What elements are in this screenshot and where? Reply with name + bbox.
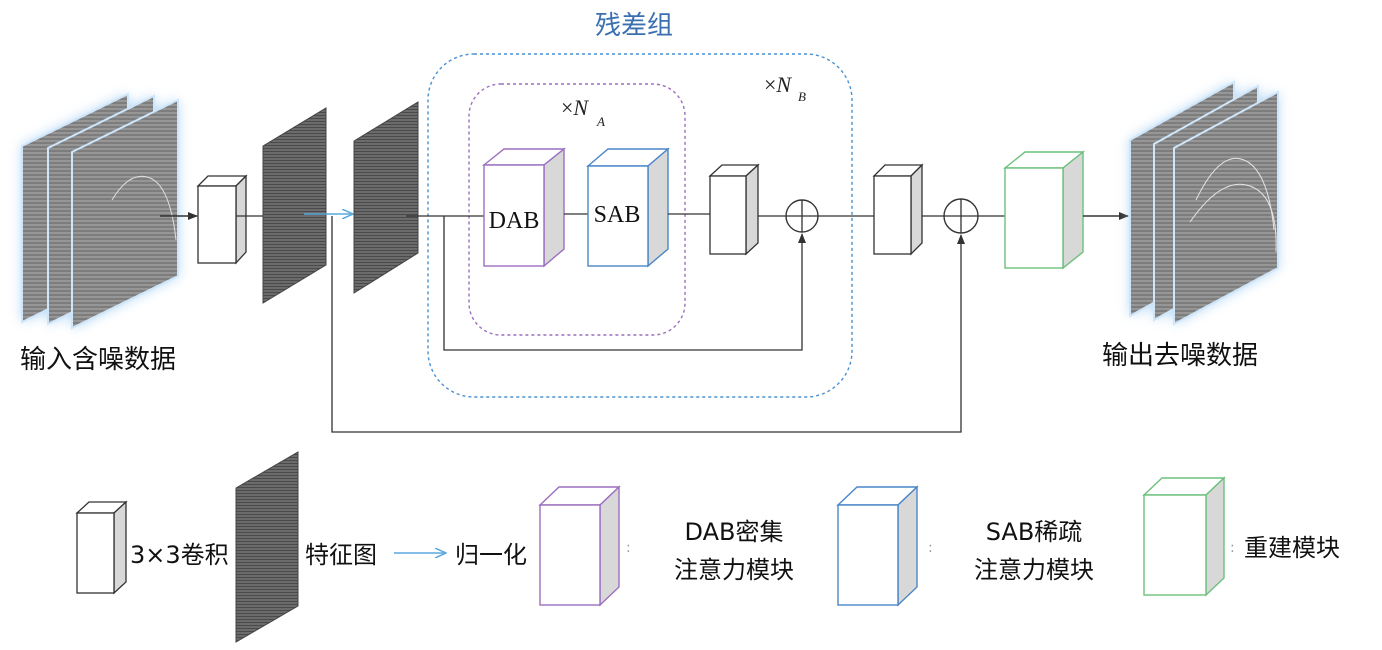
legend-dab-icon <box>538 485 621 607</box>
repeat-outer-label: ×N B <box>764 72 806 104</box>
svg-text:A: A <box>596 114 605 129</box>
legend-conv-label: 3×3卷积 <box>130 541 229 569</box>
add-node-2 <box>943 198 979 234</box>
output-label: 输出去噪数据 <box>1102 341 1258 371</box>
conv-block-3 <box>872 163 924 256</box>
legend-feature-label: 特征图 <box>305 541 377 569</box>
sab-label: SAB <box>594 202 641 228</box>
legend-dab-label-line1: DAB密集 <box>685 518 784 546</box>
feature-map-2 <box>353 101 419 294</box>
input-label: 输入含噪数据 <box>20 345 176 375</box>
svg-text::: : <box>928 540 933 556</box>
legend-conv-icon <box>75 500 128 595</box>
svg-text::: : <box>626 540 631 556</box>
conv-block-1 <box>196 174 248 265</box>
legend-sab-label-line1: SAB稀疏 <box>986 518 1083 546</box>
legend-recon-label: 重建模块 <box>1244 534 1340 562</box>
legend-sab-icon <box>836 485 919 607</box>
repeat-inner-label: ×N A <box>561 95 605 129</box>
outer-skip-connection <box>331 216 965 433</box>
sab-block: SAB <box>586 147 670 268</box>
dab-sab-inner-box <box>468 83 686 336</box>
inner-skip-connection <box>443 216 806 351</box>
legend-sab-label-line2: 注意力模块 <box>974 556 1094 584</box>
dab-label: DAB <box>489 208 540 234</box>
reconstruction-block <box>1003 150 1085 270</box>
dab-block: DAB <box>482 147 566 268</box>
legend-recon-icon <box>1142 476 1226 597</box>
svg-text:B: B <box>798 89 806 104</box>
residual-group-title: 残差组 <box>595 11 673 41</box>
legend-feature-map-icon <box>235 451 299 643</box>
input-noisy-data-stack <box>21 92 179 330</box>
legend-dab-label-line2: 注意力模块 <box>674 556 794 584</box>
svg-text:×N: ×N <box>561 95 589 120</box>
legend: 3×3卷积 特征图 归一化 : DAB密集 注意力模块 : SAB稀疏 注意力模… <box>75 451 1340 643</box>
feature-map-1 <box>262 107 327 304</box>
add-node-1 <box>785 199 819 233</box>
svg-text:×N: ×N <box>764 72 792 97</box>
residual-group-box <box>427 53 853 398</box>
svg-text::: : <box>1230 540 1235 556</box>
output-denoised-data-stack <box>1129 80 1279 326</box>
conv-block-2 <box>708 163 760 256</box>
legend-norm-label: 归一化 <box>455 541 527 569</box>
